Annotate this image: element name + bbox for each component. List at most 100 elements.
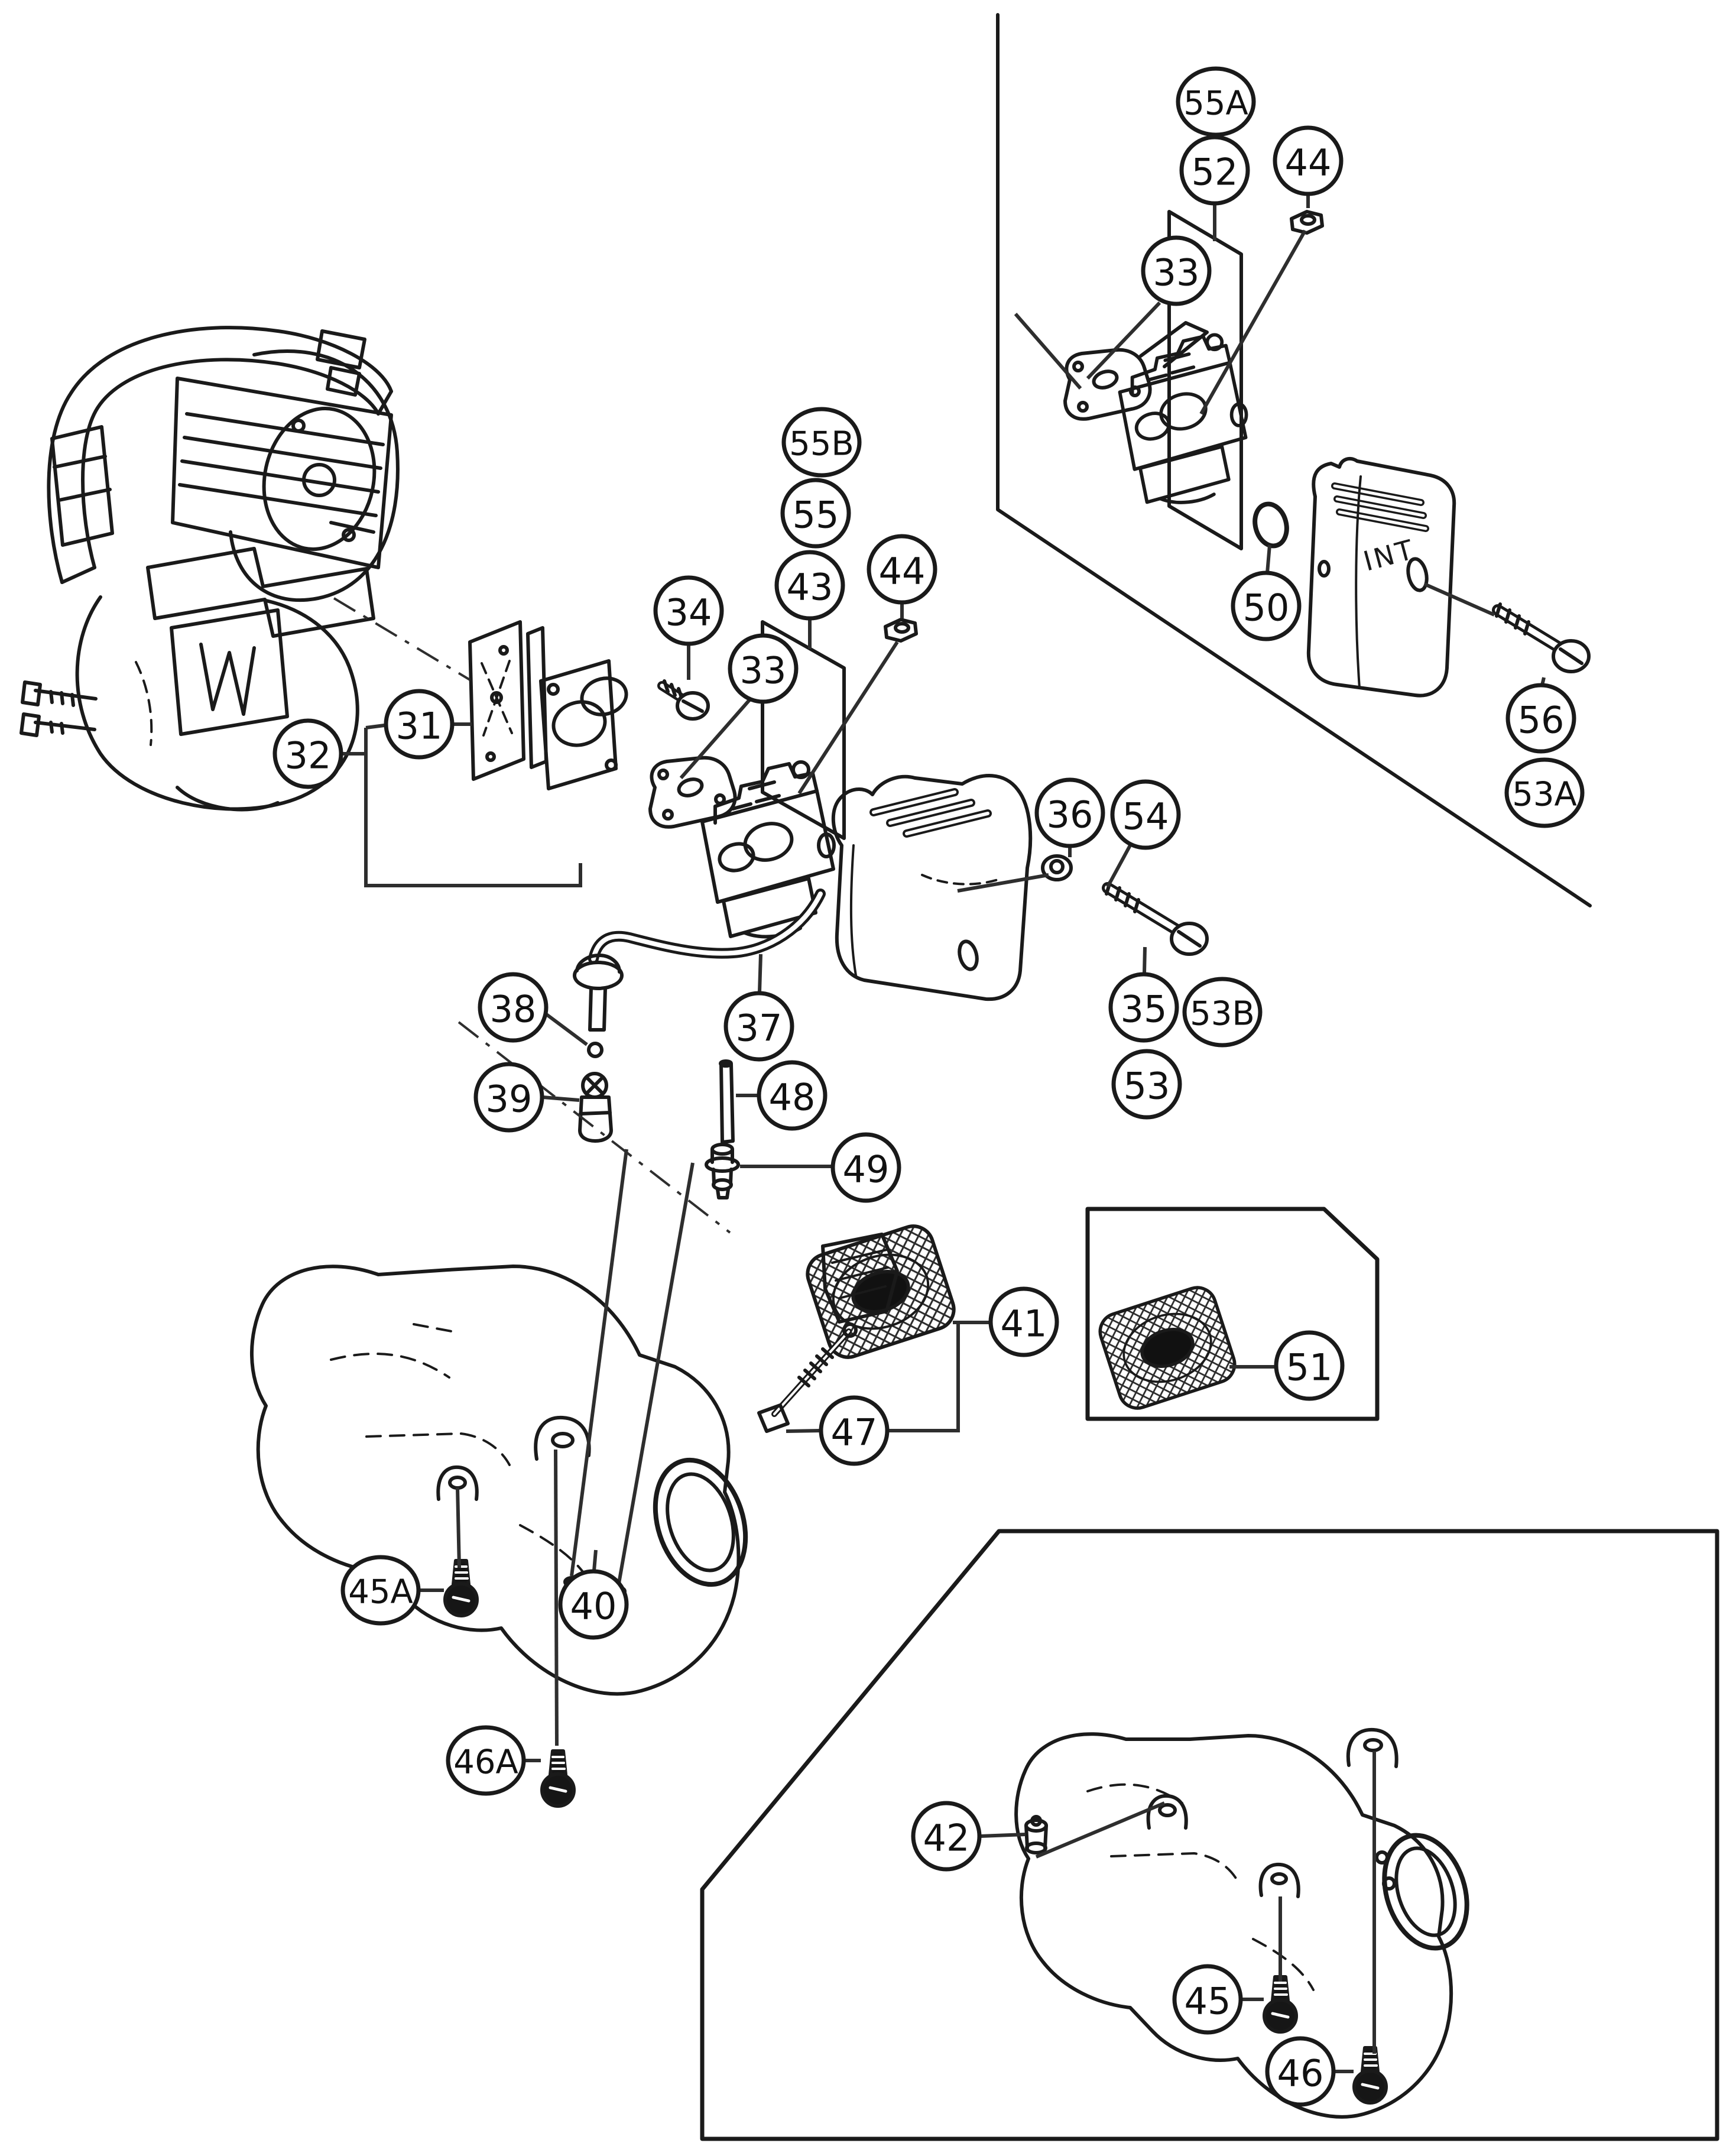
- center-line: [333, 597, 471, 681]
- nut-36-drawing: [1041, 854, 1073, 881]
- leader-line: [616, 1162, 695, 1587]
- callout-number: 45A: [348, 1573, 413, 1612]
- callout-number: 42: [923, 1817, 970, 1860]
- leader-line: [758, 954, 762, 993]
- callout-number: 53A: [1512, 776, 1577, 814]
- primer-39-drawing: [578, 1072, 613, 1143]
- callout-number: 55B: [789, 425, 854, 463]
- callout-35: 35: [1108, 972, 1179, 1043]
- leader-line: [797, 641, 899, 795]
- callout-circle: [478, 972, 549, 1043]
- callout-55A: 55A: [1176, 66, 1256, 137]
- callout-circle: [473, 1062, 544, 1133]
- screw-45A-drawing: [445, 1561, 477, 1616]
- callout-circle: [781, 407, 862, 478]
- callout-circle: [723, 991, 794, 1062]
- leader-lines: [341, 194, 1546, 2073]
- gasket-sheet-43: [761, 620, 846, 840]
- callout-41: 41: [988, 1286, 1059, 1357]
- callout-47: 47: [819, 1395, 890, 1466]
- leader-line: [456, 1487, 461, 1568]
- callout-circle: [1176, 66, 1256, 137]
- callout-number: 36: [1047, 793, 1093, 837]
- callout-number: 55A: [1183, 85, 1248, 123]
- callout-34: 34: [653, 575, 724, 646]
- callout-circle: [1182, 977, 1263, 1048]
- grommet-42-drawing: [1024, 1815, 1048, 1855]
- air-cleaner-cover-mid-drawing: [831, 774, 1033, 1001]
- callout-circle: [1504, 757, 1585, 828]
- leader-line: [365, 724, 385, 730]
- callout-55: 55: [780, 478, 851, 549]
- callout-55B: 55B: [781, 407, 862, 478]
- callout-number: 55: [793, 494, 839, 537]
- callout-45: 45: [1172, 1964, 1243, 2035]
- leader-line: [1266, 544, 1271, 573]
- callout-number: 50: [1243, 586, 1290, 630]
- callout-circle: [1273, 125, 1344, 196]
- callout-circle: [1265, 2036, 1336, 2107]
- callout-53A: 53A: [1504, 757, 1585, 828]
- leader-line: [957, 873, 1049, 893]
- gasket-sheet-52: [1167, 210, 1243, 550]
- bolt-35-drawing: [1102, 880, 1209, 956]
- callout-circle: [780, 478, 851, 549]
- choke-47-drawing: [757, 1233, 899, 1433]
- intake-plates-drawing: [468, 620, 628, 790]
- leader-line: [592, 1549, 598, 1571]
- callout-40: 40: [558, 1569, 629, 1640]
- callout-33: 33: [728, 633, 799, 704]
- callout-46: 46: [1265, 2036, 1336, 2107]
- callout-number: 40: [570, 1585, 617, 1628]
- callout-56: 56: [1505, 683, 1576, 754]
- callout-number: 31: [396, 705, 443, 748]
- screw-34-drawing: [657, 679, 710, 721]
- callout-number: 35: [1121, 988, 1167, 1031]
- callout-number: 41: [1001, 1302, 1047, 1346]
- callout-circle: [988, 1286, 1059, 1357]
- leader-line: [1035, 1801, 1166, 1859]
- callout-number: 33: [740, 649, 787, 692]
- fuel-pipe-37-drawing: [573, 889, 826, 1032]
- callout-53B: 53B: [1182, 977, 1263, 1048]
- callout-number: 51: [1286, 1346, 1333, 1389]
- callout-49: 49: [830, 1132, 901, 1203]
- leader-line: [554, 1449, 559, 1746]
- leader-line: [979, 1833, 1026, 1838]
- leader-line: [1143, 946, 1147, 974]
- callout-number: 43: [787, 566, 833, 609]
- callout-circle: [272, 718, 343, 789]
- callout-circle: [1108, 972, 1179, 1043]
- callout-number: 32: [285, 734, 332, 777]
- callout-51: 51: [1274, 1330, 1345, 1401]
- screw-45-drawing: [1264, 1977, 1296, 2032]
- callout-number: 56: [1518, 699, 1565, 742]
- fuel-tank-main-drawing: [250, 1265, 748, 1696]
- leader-line: [1423, 582, 1495, 617]
- fuel-tank-inset-drawing: [1014, 1727, 1469, 2119]
- callout-circle: [819, 1395, 890, 1466]
- callout-number: 33: [1153, 251, 1200, 294]
- callout-32: 32: [272, 718, 343, 789]
- screw-46A-drawing: [542, 1751, 574, 1806]
- screw-46-drawing: [1354, 2048, 1386, 2103]
- callout-circle: [1110, 779, 1181, 850]
- callout-circle: [1141, 235, 1212, 306]
- callout-37: 37: [723, 991, 794, 1062]
- callout-54: 54: [1110, 779, 1181, 850]
- callout-45A: 45A: [340, 1555, 421, 1626]
- section-divider-line: [996, 13, 1592, 907]
- callout-circle: [384, 689, 455, 760]
- callout-number: 47: [831, 1411, 878, 1454]
- callout-circle: [757, 1060, 828, 1131]
- callout-circle: [1034, 777, 1105, 848]
- callout-circle: [340, 1555, 421, 1626]
- callout-circle: [1505, 683, 1576, 754]
- inset-box-51: [1085, 1207, 1380, 1421]
- callout-circle: [446, 1725, 526, 1796]
- callout-number: 45: [1185, 1980, 1231, 2023]
- leader-line: [1199, 229, 1307, 415]
- callout-number: 46: [1277, 2052, 1324, 2095]
- callout-circle: [830, 1132, 901, 1203]
